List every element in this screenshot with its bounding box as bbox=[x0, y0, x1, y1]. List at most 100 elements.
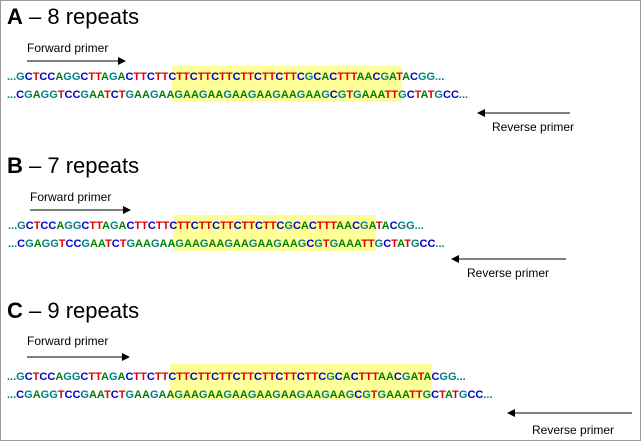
base-t: T bbox=[226, 371, 233, 383]
base-g: G bbox=[42, 238, 51, 250]
base-g: G bbox=[346, 389, 355, 401]
base-t: T bbox=[415, 89, 422, 101]
base-c: C bbox=[275, 71, 283, 83]
base-g: G bbox=[80, 89, 89, 101]
base-t: T bbox=[205, 220, 212, 232]
base-t: T bbox=[409, 389, 416, 401]
base-a: A bbox=[344, 220, 352, 232]
base-t: T bbox=[247, 371, 254, 383]
base-g: G bbox=[321, 389, 330, 401]
base-a: A bbox=[167, 238, 175, 250]
base-g: G bbox=[398, 89, 407, 101]
base-g: G bbox=[200, 238, 209, 250]
panel-a-reverse-primer-label: Reverse primer bbox=[492, 120, 574, 134]
base-t: T bbox=[204, 71, 211, 83]
base-g: G bbox=[378, 389, 387, 401]
base-g: G bbox=[72, 371, 81, 383]
base-t: T bbox=[305, 371, 312, 383]
base-a: A bbox=[33, 89, 41, 101]
base-a: A bbox=[402, 71, 410, 83]
base-c: C bbox=[40, 220, 48, 232]
base-a: A bbox=[282, 238, 290, 250]
base-a: A bbox=[166, 89, 174, 101]
base-g: G bbox=[24, 89, 33, 101]
panel-c-forward-primer-label: Forward primer bbox=[27, 334, 108, 348]
base-a: A bbox=[386, 371, 394, 383]
base-a: A bbox=[55, 71, 63, 83]
base-a: A bbox=[134, 389, 142, 401]
panel-c: C – 9 repeats Forward primer ...GCTCCAGG… bbox=[7, 298, 632, 437]
base-t: T bbox=[219, 371, 226, 383]
base-a: A bbox=[143, 238, 151, 250]
base-g: G bbox=[224, 238, 233, 250]
base-g: G bbox=[125, 389, 134, 401]
panel-b-title-text: – 7 repeats bbox=[23, 153, 139, 178]
base-c: C bbox=[26, 220, 34, 232]
base-t: T bbox=[241, 71, 248, 83]
base-t: T bbox=[163, 220, 170, 232]
base-t: T bbox=[439, 389, 446, 401]
base-a: A bbox=[215, 89, 223, 101]
base-a: A bbox=[389, 71, 397, 83]
base-t: T bbox=[184, 220, 191, 232]
base-t: T bbox=[404, 238, 411, 250]
base-a: A bbox=[265, 238, 273, 250]
base-t: T bbox=[141, 220, 148, 232]
base-g: G bbox=[49, 89, 58, 101]
panel-c-title: C – 9 repeats bbox=[7, 298, 139, 323]
base-a: A bbox=[402, 389, 410, 401]
base-t: T bbox=[270, 220, 277, 232]
base-t: T bbox=[418, 371, 425, 383]
base-t: T bbox=[396, 71, 403, 83]
base-a: A bbox=[240, 389, 248, 401]
base-c: C bbox=[306, 238, 314, 250]
panel-a-repeat-highlight bbox=[172, 66, 402, 102]
base-a: A bbox=[343, 371, 351, 383]
base-c: C bbox=[126, 220, 134, 232]
base-t: T bbox=[198, 371, 205, 383]
base-t: T bbox=[263, 220, 270, 232]
base-t: T bbox=[162, 371, 169, 383]
base-t: T bbox=[346, 89, 353, 101]
base-c: C bbox=[254, 371, 262, 383]
base-g: G bbox=[63, 371, 72, 383]
base-a: A bbox=[232, 389, 240, 401]
base-c: C bbox=[47, 371, 55, 383]
base-t: T bbox=[365, 371, 372, 383]
base-g: G bbox=[418, 71, 427, 83]
base-c: C bbox=[168, 371, 176, 383]
base-t: T bbox=[198, 71, 205, 83]
base-a: A bbox=[101, 71, 109, 83]
base-t: T bbox=[324, 220, 331, 232]
base-a: A bbox=[118, 371, 126, 383]
base-t: T bbox=[133, 71, 140, 83]
base-a: A bbox=[184, 238, 192, 250]
base-c: C bbox=[25, 371, 33, 383]
base-t: T bbox=[183, 371, 190, 383]
base-t: T bbox=[88, 71, 95, 83]
base-c: C bbox=[147, 371, 155, 383]
base-c: C bbox=[394, 371, 402, 383]
base-t: T bbox=[337, 71, 344, 83]
base-a: A bbox=[289, 389, 297, 401]
base-a: A bbox=[233, 238, 241, 250]
base-a: A bbox=[305, 389, 313, 401]
base-a: A bbox=[256, 389, 264, 401]
base-g: G bbox=[17, 220, 26, 232]
base-c: C bbox=[297, 371, 305, 383]
base-c: C bbox=[212, 220, 220, 232]
base-g: G bbox=[110, 220, 119, 232]
base-a: A bbox=[33, 389, 41, 401]
base-t: T bbox=[290, 71, 297, 83]
base-g: G bbox=[223, 389, 232, 401]
base-a: A bbox=[160, 238, 168, 250]
panel-a-letter: A bbox=[7, 4, 23, 29]
base-c: C bbox=[467, 389, 475, 401]
base-a: A bbox=[102, 220, 110, 232]
base-a: A bbox=[191, 89, 199, 101]
base-g: G bbox=[25, 238, 34, 250]
base-c: C bbox=[47, 71, 55, 83]
base-g: G bbox=[423, 389, 432, 401]
base-c: C bbox=[169, 220, 177, 232]
base-t: T bbox=[59, 238, 66, 250]
